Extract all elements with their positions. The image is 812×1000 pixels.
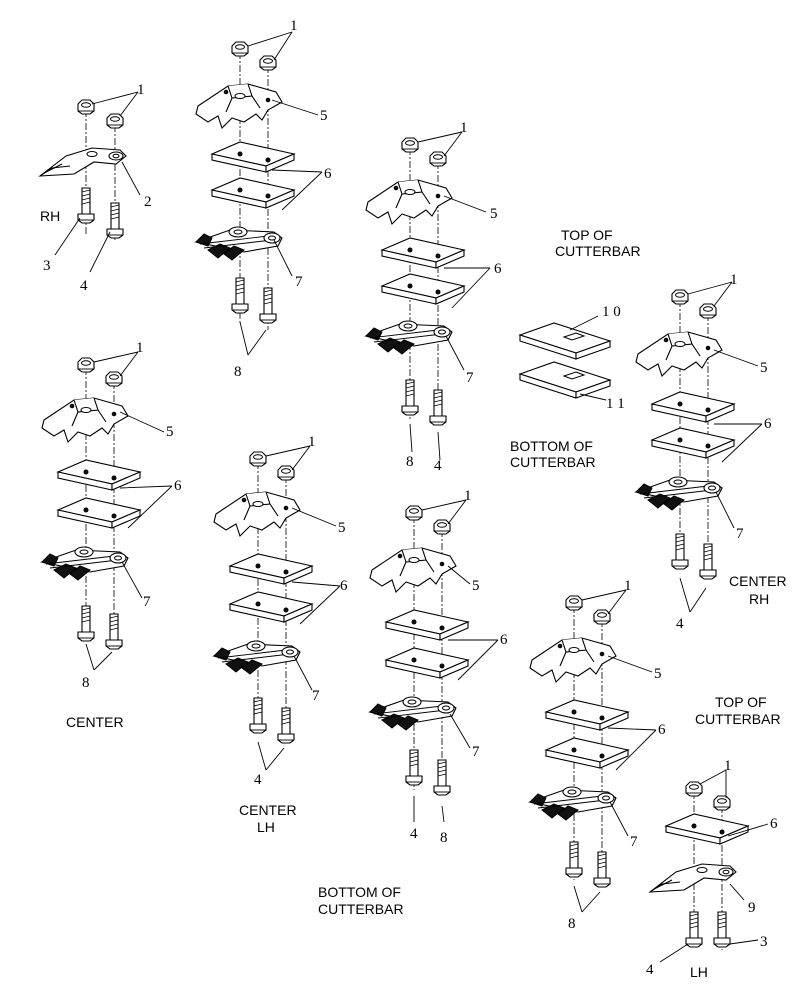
callout-6-c: 6 (174, 478, 182, 494)
assembly-center-rh (635, 281, 763, 613)
label-center-lh-1: CENTER (239, 802, 297, 818)
callout-7-c: 7 (143, 594, 151, 610)
callout-7-lm: 7 (472, 744, 480, 760)
callout-8-c: 8 (82, 675, 90, 691)
callout-8-lm: 8 (440, 830, 448, 846)
callout-1-tc: 1 (290, 18, 298, 34)
callout-8-tc: 8 (234, 364, 242, 380)
callout-5-lr: 5 (654, 666, 662, 682)
assembly-center-lh (213, 445, 341, 771)
callout-8-lr: 8 (568, 916, 576, 932)
label-bottom-of-cutterbar-b-2: CUTTERBAR (318, 901, 404, 917)
callout-5-lm: 5 (472, 578, 480, 594)
callout-2: 2 (144, 194, 152, 210)
callout-7-mid: 7 (466, 370, 474, 386)
callout-6-lr: 6 (658, 722, 666, 738)
callout-4-lm: 4 (410, 826, 418, 842)
assembly-rh (39, 91, 141, 273)
callout-7-tc: 7 (295, 274, 303, 290)
callout-4-rh: 4 (80, 278, 88, 294)
label-bottom-of-cutterbar-b-1: BOTTOM OF (318, 884, 401, 900)
callout-7-crh: 7 (736, 526, 744, 542)
label-bottom-of-cutterbar-a-2: CUTTERBAR (510, 454, 596, 470)
callout-10: 1 0 (602, 304, 621, 320)
label-center-rh-2: RH (749, 591, 769, 607)
callout-1-c: 1 (136, 340, 144, 356)
assembly-middle (365, 131, 491, 461)
callout-6-lh: 6 (770, 816, 778, 832)
callout-7-lr: 7 (630, 834, 638, 850)
callout-5-tc: 5 (320, 108, 328, 124)
assembly-center (41, 351, 173, 671)
label-rh: RH (40, 208, 60, 224)
callout-6-mid: 6 (494, 261, 502, 277)
shims (519, 315, 611, 401)
callout-1-lh: 1 (724, 758, 732, 774)
assembly-lower-middle (369, 499, 499, 823)
callout-5-c: 5 (166, 424, 174, 440)
callout-1-lr: 1 (624, 578, 632, 594)
callout-3-lh: 3 (760, 934, 768, 950)
callout-4-crh: 4 (676, 616, 684, 632)
label-top-of-cutterbar-a-1: TOP OF (561, 227, 613, 243)
assembly-top-center (195, 31, 323, 356)
callout-4-lh: 4 (646, 962, 654, 978)
callout-6-lm: 6 (500, 632, 508, 648)
callout-4-mid: 4 (434, 458, 442, 474)
callout-1-rh: 1 (137, 82, 145, 98)
callout-8-mid: 8 (406, 454, 414, 470)
callout-4-clh: 4 (254, 772, 262, 788)
label-center-rh-1: CENTER (729, 573, 787, 589)
label-top-of-cutterbar-b-1: TOP OF (715, 694, 767, 710)
callout-1-crh: 1 (730, 272, 738, 288)
label-top-of-cutterbar-a-2: CUTTERBAR (555, 243, 641, 259)
callout-5-clh: 5 (338, 520, 346, 536)
callout-1-clh: 1 (308, 434, 316, 450)
label-center-lh-2: LH (257, 819, 275, 835)
callout-5-crh: 5 (760, 360, 768, 376)
label-top-of-cutterbar-b-2: CUTTERBAR (695, 711, 781, 727)
callout-7-clh: 7 (312, 688, 320, 704)
label-bottom-of-cutterbar-a-1: BOTTOM OF (510, 438, 593, 454)
callout-3-rh: 3 (43, 258, 51, 274)
callout-6-tc: 6 (324, 166, 332, 182)
callout-6-crh: 6 (764, 416, 772, 432)
callout-6-clh: 6 (340, 578, 348, 594)
callout-1-lm: 1 (464, 488, 472, 504)
callout-5-mid: 5 (490, 206, 498, 222)
callout-9: 9 (748, 900, 756, 916)
assembly-lower-right (529, 589, 657, 913)
label-lh: LH (690, 964, 708, 980)
label-center: CENTER (66, 714, 124, 730)
callout-1-mid: 1 (460, 120, 468, 136)
callout-11: 1 1 (606, 396, 625, 412)
assembly-lh (649, 769, 769, 963)
